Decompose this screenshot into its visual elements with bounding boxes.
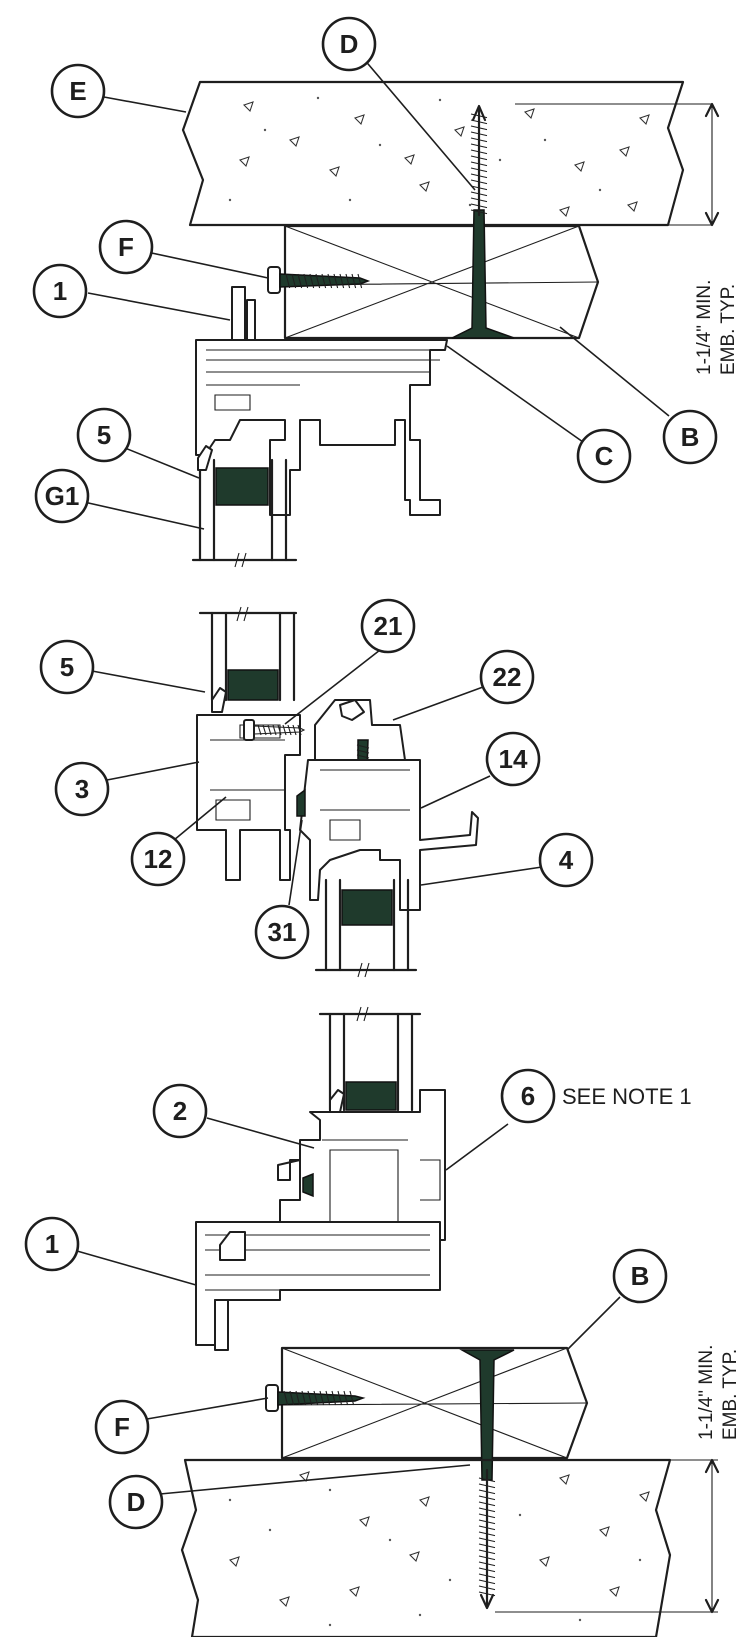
svg-text:E: E — [69, 76, 86, 106]
wood-screw-bottom — [265, 1384, 366, 1412]
callout-12: 12 — [130, 831, 186, 887]
masonry-screw-bottom — [459, 1349, 515, 1610]
callout-6: 6 — [500, 1068, 556, 1124]
frame-profile-top — [195, 286, 448, 516]
callout-D-bottom: D — [108, 1474, 164, 1530]
callout-C: C — [576, 428, 632, 484]
svg-text:4: 4 — [559, 845, 574, 875]
concrete-sill — [180, 1458, 672, 1637]
sash-profile-3 — [196, 714, 301, 881]
svg-text:F: F — [114, 1412, 130, 1442]
leader-lines — [76, 57, 670, 1495]
interlock-31 — [296, 788, 306, 817]
svg-text:1: 1 — [45, 1229, 59, 1259]
screw-21 — [243, 719, 306, 741]
see-note-label: SEE NOTE 1 — [562, 1084, 692, 1109]
svg-text:5: 5 — [60, 652, 74, 682]
callout-3: 3 — [54, 761, 110, 817]
svg-text:B: B — [681, 422, 700, 452]
callout-G1: G1 — [34, 468, 90, 524]
callout-F-top: F — [98, 219, 154, 275]
callout-31: 31 — [254, 904, 310, 960]
svg-text:2: 2 — [173, 1096, 187, 1126]
callout-5-mid: 5 — [39, 639, 95, 695]
svg-text:3: 3 — [75, 774, 89, 804]
svg-text:31: 31 — [268, 917, 297, 947]
dimension-bottom — [495, 1458, 720, 1614]
callout-22: 22 — [479, 649, 535, 705]
callout-2: 2 — [152, 1083, 208, 1139]
dimension-top-line2: EMB. TYP. — [718, 284, 739, 375]
dimension-top-line1: 1-1/4" MIN. — [694, 280, 715, 375]
callout-5-top: 5 — [76, 407, 132, 463]
callout-D-top: D — [321, 16, 377, 72]
callout-E: E — [50, 63, 106, 119]
svg-text:6: 6 — [521, 1081, 535, 1111]
callout-F-bottom: F — [94, 1399, 150, 1455]
callout-4: 4 — [538, 832, 594, 888]
sash-profile-14 — [299, 759, 479, 911]
glass-middle-lower — [314, 878, 418, 978]
callout-1-top: 1 — [32, 263, 88, 319]
svg-text:12: 12 — [144, 844, 173, 874]
wood-buck-bottom — [280, 1346, 589, 1460]
glass-top — [191, 445, 298, 568]
svg-text:G1: G1 — [45, 481, 80, 511]
masonry-screw-top — [451, 104, 515, 339]
svg-text:1: 1 — [53, 276, 67, 306]
glass-bottom — [318, 1006, 422, 1113]
svg-text:D: D — [127, 1487, 146, 1517]
svg-text:14: 14 — [499, 744, 528, 774]
dimension-bottom-line1: 1-1/4" MIN. — [696, 1345, 717, 1440]
frame-profile-bottom — [195, 1221, 441, 1351]
callout-14: 14 — [485, 731, 541, 787]
dimension-bottom-line2: EMB. TYP. — [720, 1349, 741, 1440]
svg-text:B: B — [631, 1261, 650, 1291]
callout-B-top: B — [662, 409, 718, 465]
svg-text:D: D — [340, 29, 359, 59]
wood-screw-top — [267, 266, 371, 294]
callout-B-bottom: B — [612, 1248, 668, 1304]
glass-middle-upper — [198, 606, 298, 713]
svg-text:5: 5 — [97, 420, 111, 450]
svg-text:C: C — [595, 441, 614, 471]
svg-text:F: F — [118, 232, 134, 262]
svg-text:22: 22 — [493, 662, 522, 692]
callout-1-bottom: 1 — [24, 1216, 80, 1272]
dimension-top — [515, 102, 720, 227]
svg-text:21: 21 — [374, 611, 403, 641]
callout-21: 21 — [360, 598, 416, 654]
